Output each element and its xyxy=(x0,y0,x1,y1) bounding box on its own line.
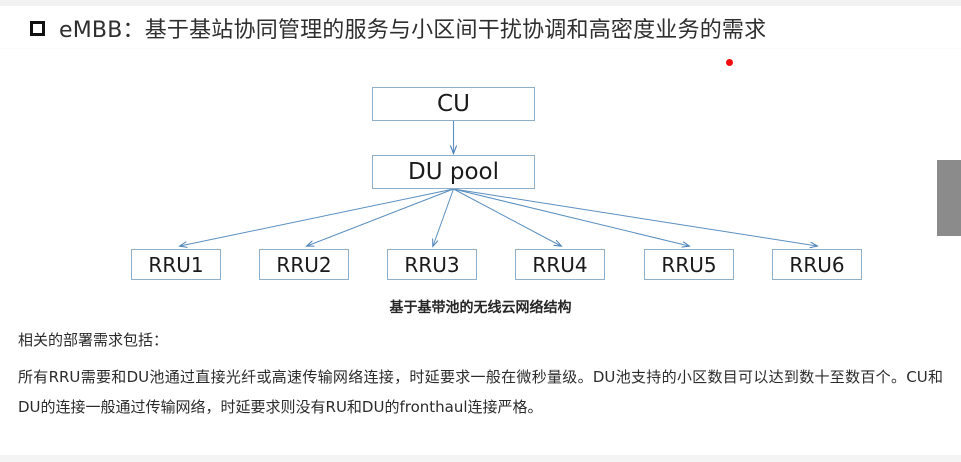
body-paragraph: 所有RRU需要和DU池通过直接光纤或高速传输网络连接，时延要求一般在微秒量级。D… xyxy=(18,368,943,416)
node-rru-6[interactable]: RRU6 xyxy=(772,249,862,280)
diagram-caption: 基于基带池的无线云网络结构 xyxy=(389,300,572,316)
page-title: eMBB：基于基站协同管理的服务与小区间干扰协调和高密度业务的需求 xyxy=(59,18,767,43)
node-rru-2[interactable]: RRU2 xyxy=(259,249,349,280)
hollow-square-bullet-icon xyxy=(30,20,45,36)
title-divider xyxy=(0,48,961,49)
body-text-block: 相关的部署需求包括： 所有RRU需要和DU池通过直接光纤或高速传输网络连接，时延… xyxy=(18,329,943,422)
node-rru-1[interactable]: RRU1 xyxy=(131,249,221,280)
vertical-scrollbar-thumb[interactable] xyxy=(937,160,961,236)
node-du-pool-label: DU pool xyxy=(408,159,499,185)
node-cu-label: CU xyxy=(437,91,470,117)
node-du-pool[interactable]: DU pool xyxy=(372,155,535,189)
node-rru-2-label: RRU2 xyxy=(276,252,332,277)
top-edge-band xyxy=(0,0,961,6)
node-rru-4-label: RRU4 xyxy=(532,252,588,277)
node-rru-5-label: RRU5 xyxy=(661,252,717,277)
node-rru-1-label: RRU1 xyxy=(148,252,204,277)
node-rru-4[interactable]: RRU4 xyxy=(515,249,605,280)
node-cu[interactable]: CU xyxy=(372,87,535,121)
bottom-edge-band xyxy=(0,455,961,462)
node-rru-3-label: RRU3 xyxy=(404,252,460,277)
laser-pointer-dot-icon xyxy=(726,59,733,66)
diagram-connectors xyxy=(0,121,961,295)
node-rru-5[interactable]: RRU5 xyxy=(644,249,734,280)
node-rru-6-label: RRU6 xyxy=(789,252,845,277)
body-lead-text: 相关的部署需求包括： xyxy=(18,331,169,349)
node-rru-3[interactable]: RRU3 xyxy=(387,249,477,280)
slide-title-row: eMBB：基于基站协同管理的服务与小区间干扰协调和高密度业务的需求 xyxy=(30,12,766,44)
network-architecture-diagram: CU DU pool RRU1 RRU2 RRU3 RRU4 RRU5 RRU6 xyxy=(0,70,961,295)
